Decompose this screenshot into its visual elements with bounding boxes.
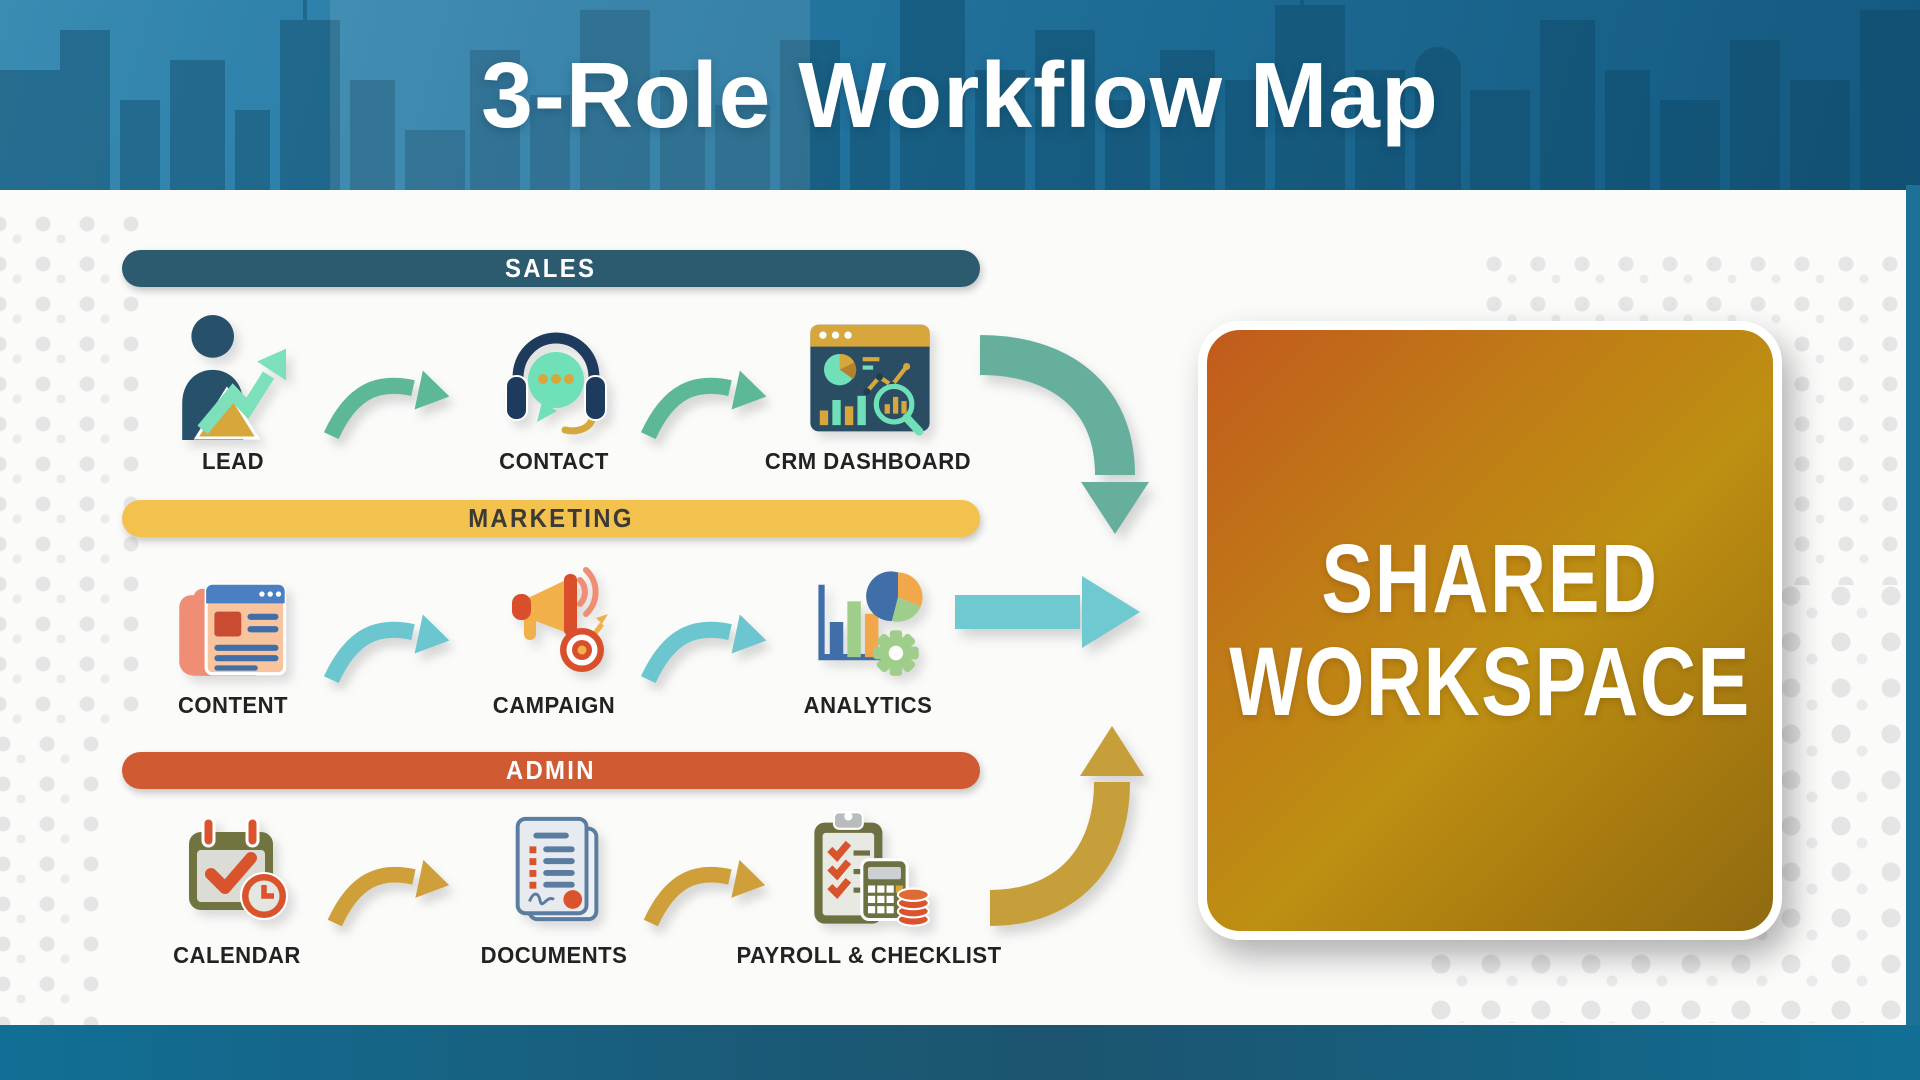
flow-arrow-icon	[631, 352, 791, 447]
lead-icon	[168, 305, 298, 440]
item-label: CAMPAIGN	[492, 692, 616, 718]
item-label: ANALYTICS	[803, 692, 933, 718]
city-skyline-graphic	[0, 0, 1920, 190]
item-label: PAYROLL & CHECKLIST	[736, 942, 1002, 968]
calendar-icon	[174, 800, 300, 932]
converging-arrows	[930, 300, 1220, 960]
page-title: 3-Role Workflow Map	[481, 42, 1439, 147]
item-label: LEAD	[201, 448, 265, 474]
marketing-role-bar: MARKETING	[122, 500, 980, 537]
item-label: CONTACT	[499, 448, 609, 474]
flow-arrow-icon	[631, 596, 791, 691]
crm-dashboard-icon	[800, 305, 940, 440]
flow-arrow-icon	[634, 842, 794, 937]
contact-headset-icon	[494, 305, 618, 440]
shared-workspace-line2: WORKSPACE	[1229, 626, 1751, 736]
item-label: DOCUMENTS	[480, 942, 628, 968]
flow-arrow-icon	[318, 842, 478, 937]
documents-icon	[496, 798, 618, 932]
item-label: CALENDAR	[173, 942, 301, 968]
shared-workspace-line1: SHARED	[1321, 523, 1659, 633]
admin-role-label: ADMIN	[506, 755, 596, 785]
flow-arrow-icon	[314, 352, 474, 447]
right-edge-strip	[1906, 185, 1920, 1080]
dot-pattern-left	[0, 215, 140, 735]
admin-role-bar: ADMIN	[122, 752, 980, 789]
item-label: CRM DASHBOARD	[764, 448, 972, 474]
sales-to-workspace-arrow	[979, 335, 1149, 534]
admin-to-workspace-arrow	[989, 726, 1144, 926]
item-label: CONTENT	[177, 692, 289, 718]
sales-role-bar: SALES	[122, 250, 980, 287]
marketing-role-label: MARKETING	[468, 503, 634, 533]
header-banner: 3-Role Workflow Map	[0, 0, 1920, 190]
dot-pattern-left-bottom	[0, 735, 104, 1025]
payroll-checklist-icon	[800, 798, 938, 932]
campaign-megaphone-icon	[494, 548, 618, 684]
shared-workspace-label: SHARED WORKSPACE	[1229, 523, 1751, 736]
flow-arrow-icon	[314, 596, 474, 691]
shared-workspace-box: SHARED WORKSPACE	[1198, 321, 1782, 940]
marketing-to-workspace-arrow	[955, 576, 1140, 648]
sales-role-label: SALES	[505, 253, 597, 283]
content-newspaper-icon	[168, 552, 298, 684]
bottom-bar	[0, 1025, 1920, 1080]
analytics-charts-icon	[800, 552, 934, 684]
